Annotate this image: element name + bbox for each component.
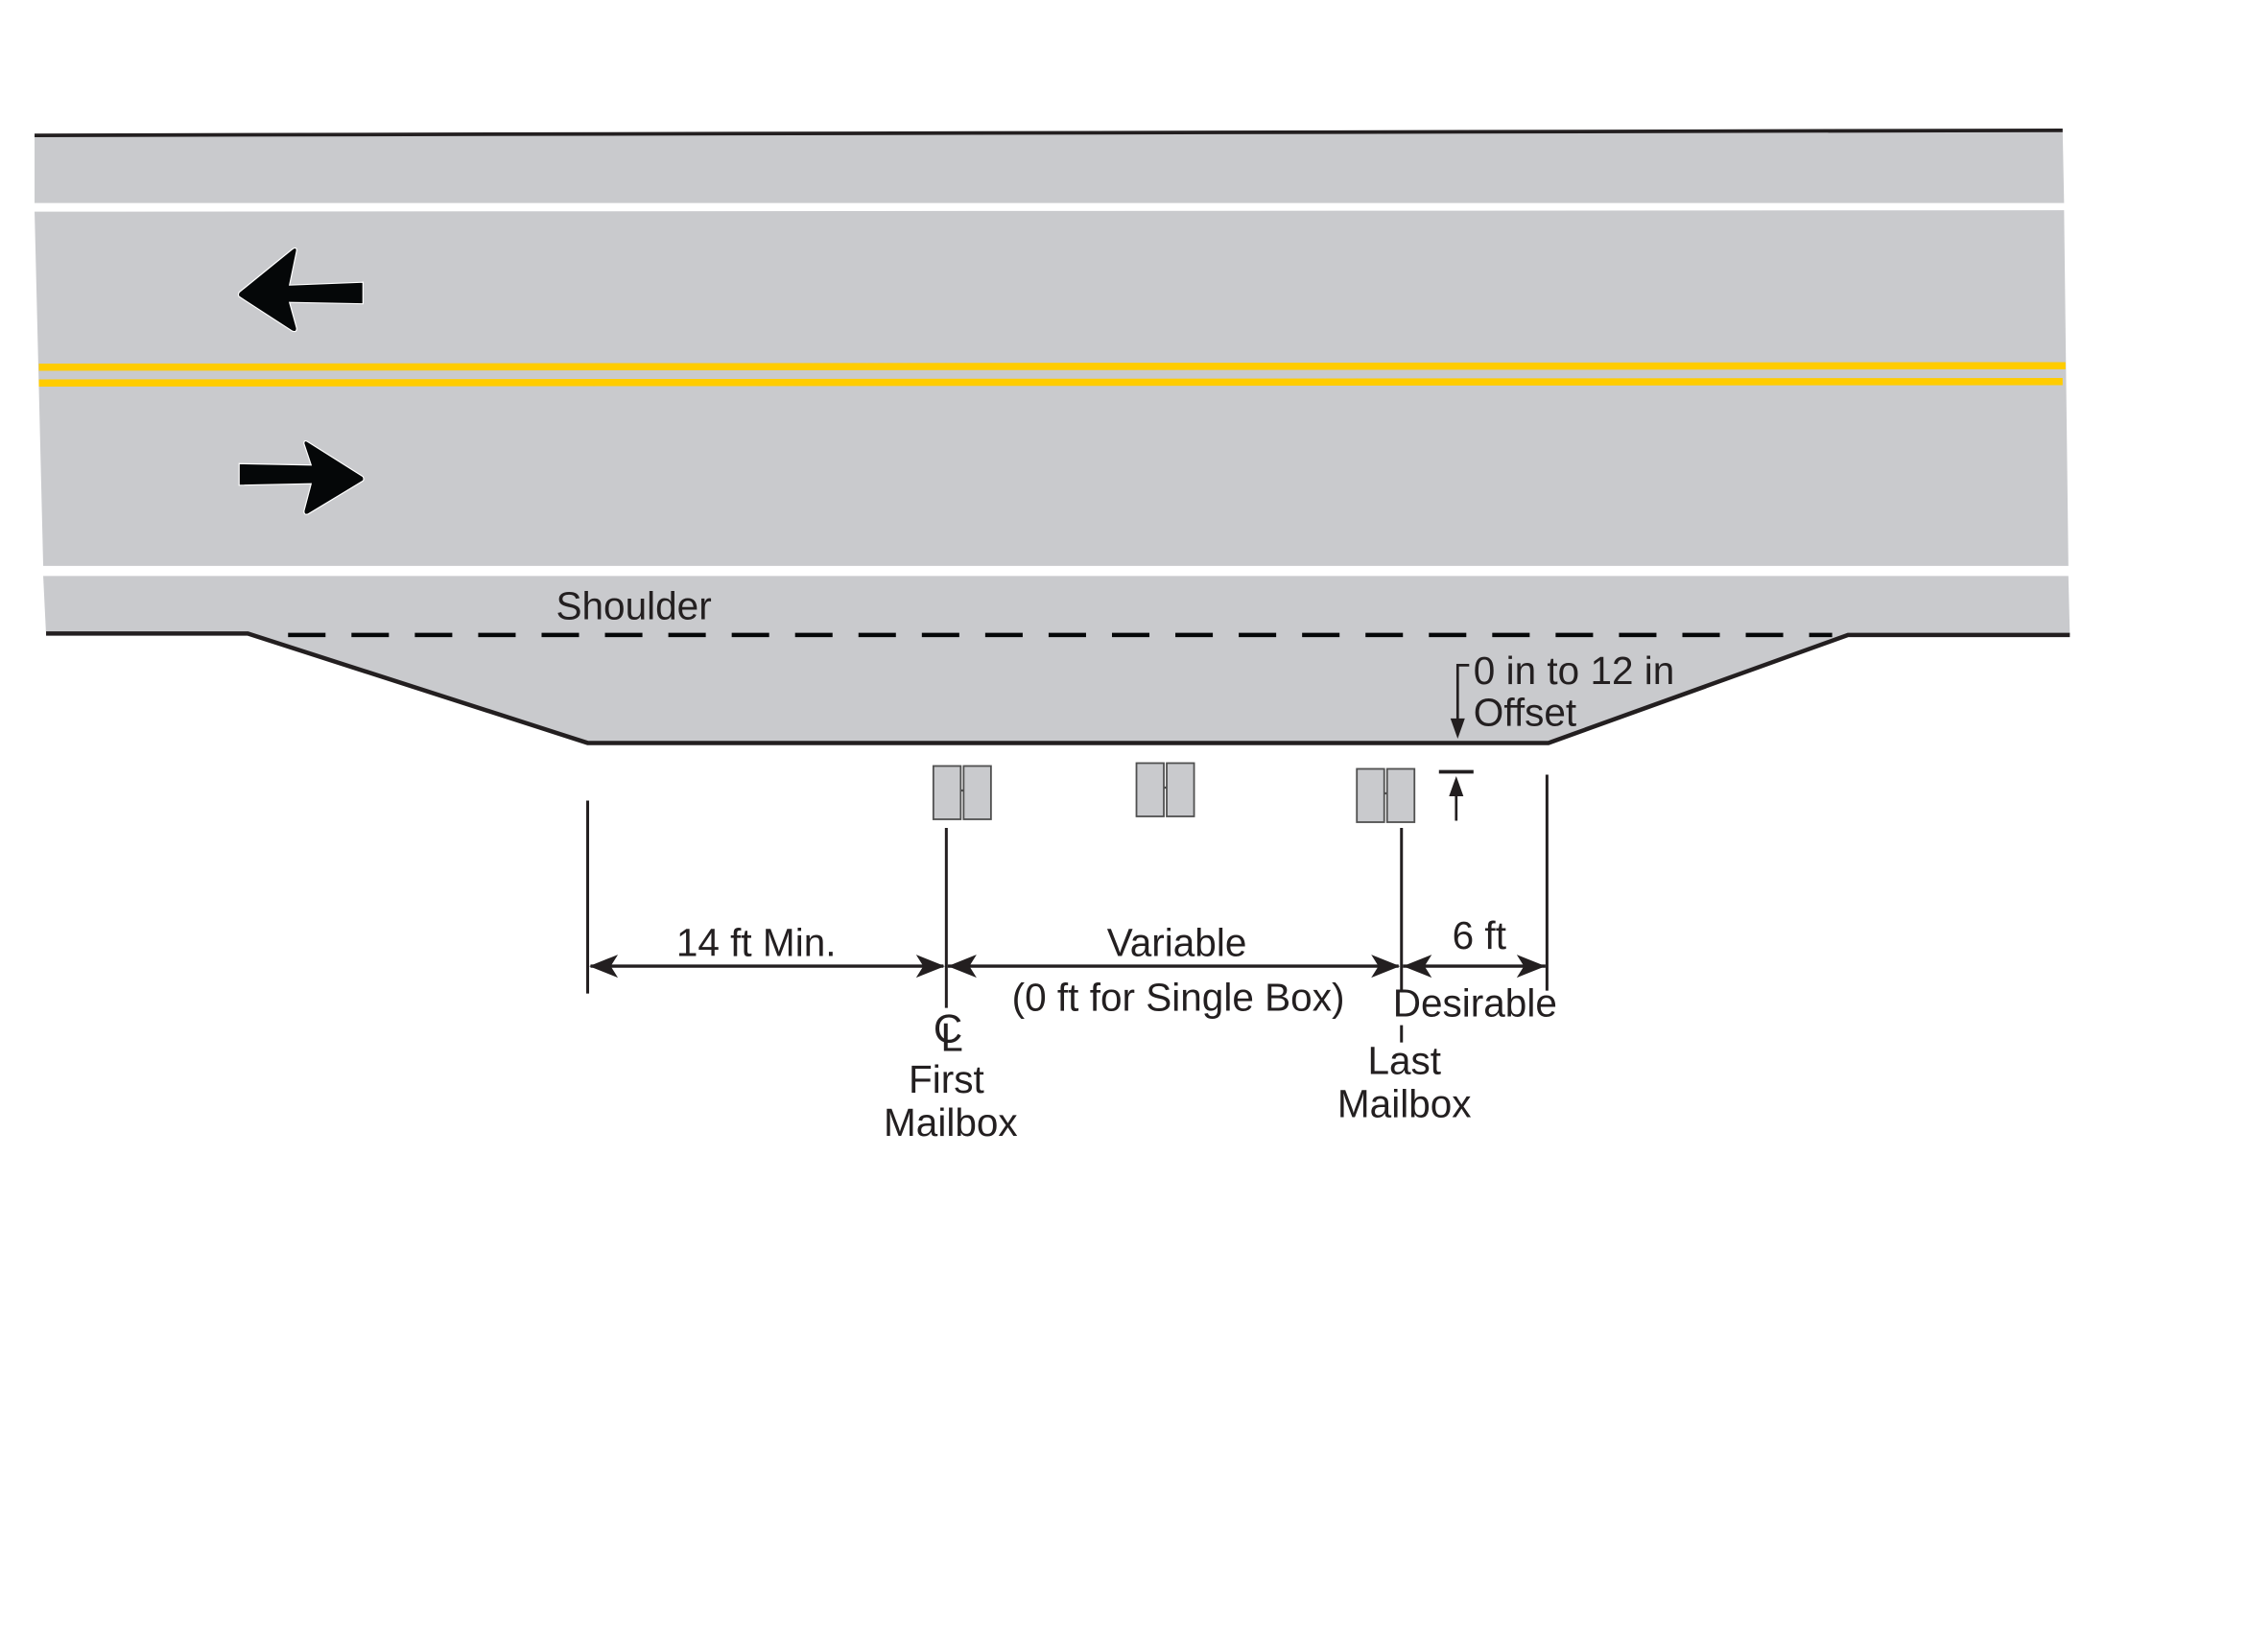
first-mailbox-label-line1: First — [909, 1057, 984, 1101]
arrowhead-icon — [589, 955, 619, 979]
top-edge-line — [35, 128, 2063, 137]
turnout-edge-line — [46, 631, 2070, 745]
offset-label-line2: Offset — [1474, 690, 1576, 734]
dim-variable-label: Variable — [1107, 921, 1247, 965]
arrowhead-icon — [915, 955, 945, 979]
arrow-down-icon — [1450, 718, 1465, 739]
dim-desirable-label: Desirable — [1393, 981, 1557, 1026]
arrowhead-icon — [1516, 955, 1546, 979]
dim-14ft-label: 14 ft Min. — [676, 921, 837, 965]
arrowhead-icon — [1403, 955, 1432, 979]
centerline-symbol-icon: C L — [934, 1006, 963, 1060]
dimension-lines — [589, 955, 1546, 979]
top-lane-band — [35, 130, 2065, 203]
arrowhead-icon — [1371, 955, 1401, 979]
mailbox-icon — [1356, 767, 1416, 823]
last-mailbox-label-line2: Mailbox — [1337, 1082, 1472, 1126]
offset-callout: 0 in to 12 in Offset — [1438, 649, 1675, 821]
mailbox-icon — [932, 765, 992, 820]
first-mailbox-label-line2: Mailbox — [884, 1100, 1018, 1145]
arrow-up-icon — [1449, 775, 1464, 796]
shoulder-label: Shoulder — [556, 583, 711, 627]
last-mailbox-label-line1: Last — [1367, 1039, 1441, 1083]
shoulder-band — [43, 576, 2070, 635]
mailbox-icon — [1135, 762, 1195, 817]
arrow-right-icon — [238, 439, 365, 515]
centerline-yellow-1 — [38, 362, 2066, 371]
dim-variable-note: (0 ft for Single Box) — [1012, 976, 1345, 1020]
arrow-left-icon — [237, 247, 364, 333]
offset-label-line1: 0 in to 12 in — [1474, 649, 1675, 693]
roadway — [35, 128, 2070, 745]
extension-lines — [586, 774, 1549, 1043]
svg-text:C: C — [934, 1006, 962, 1051]
centerline-yellow-2 — [38, 377, 2063, 387]
svg-text:L: L — [940, 1015, 962, 1060]
dim-6ft-label: 6 ft — [1453, 913, 1506, 957]
arrowhead-icon — [947, 955, 977, 979]
mailbox-turnout — [248, 633, 1849, 743]
travel-lanes — [35, 210, 2069, 566]
